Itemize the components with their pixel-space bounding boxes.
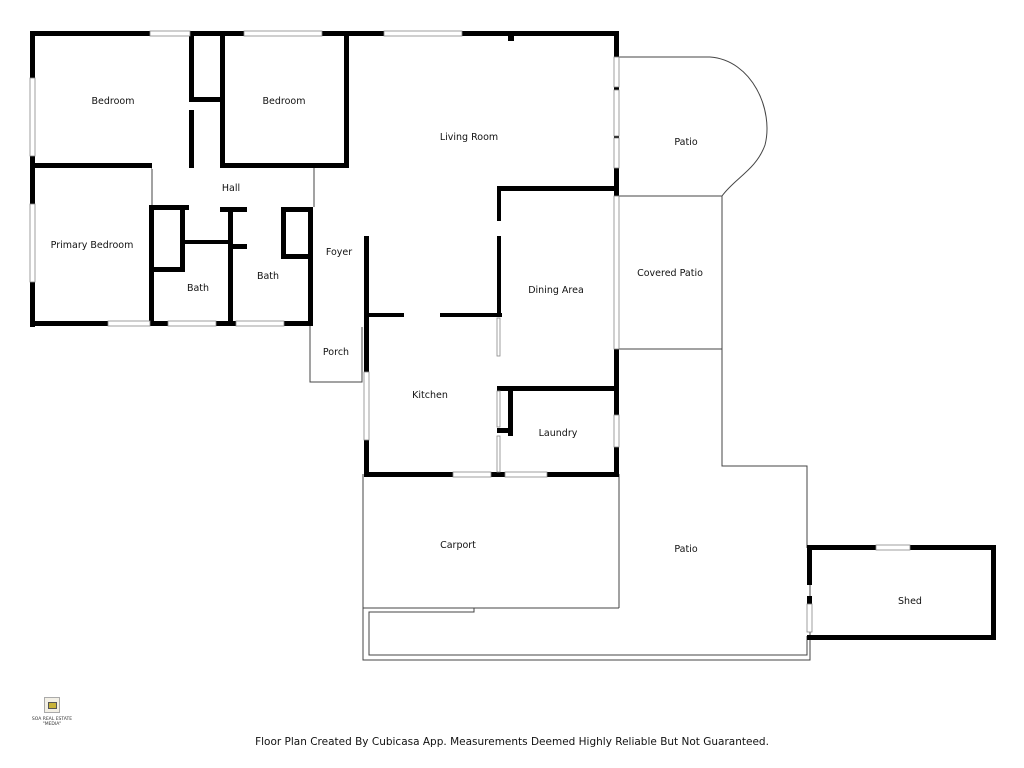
room-label-shed: Shed — [898, 596, 922, 607]
room-label-bath-1: Bath — [187, 283, 209, 294]
room-label-kitchen: Kitchen — [412, 390, 448, 401]
wall-bath-shared — [180, 240, 232, 244]
wall-left — [30, 31, 35, 327]
wall-kitchen-bottom — [364, 472, 619, 477]
window — [496, 317, 501, 357]
opening-kitchen-living — [404, 312, 440, 318]
window — [496, 435, 501, 473]
patio-step-outline — [363, 607, 808, 656]
wall-bath2-right — [308, 207, 313, 326]
opening-hall-closet — [194, 162, 220, 169]
room-label-primary-bedroom: Primary Bedroom — [51, 240, 134, 251]
wall-bath2-step — [281, 254, 313, 259]
room-label-patio-top: Patio — [674, 137, 697, 148]
room-labels: Bedroom Bedroom Living Room Patio Hall P… — [51, 96, 922, 607]
wall-bedroom2-bottom — [225, 163, 349, 168]
room-label-laundry: Laundry — [539, 428, 578, 439]
window — [452, 471, 492, 478]
window — [149, 30, 191, 37]
opening-front-door — [313, 320, 364, 327]
opening-hall-bed1 — [152, 162, 189, 169]
logo-line-1: SOA REAL ESTATE — [31, 717, 73, 722]
wall-dining-left-a — [497, 186, 501, 221]
window — [235, 320, 285, 327]
wall-top — [30, 31, 619, 36]
patio-top-outline — [617, 56, 768, 197]
room-label-living-room: Living Room — [440, 132, 498, 143]
logo-house-icon — [44, 697, 60, 713]
disclaimer-footer: Floor Plan Created By Cubicasa App. Meas… — [255, 736, 769, 748]
window — [29, 203, 36, 283]
window — [243, 30, 323, 37]
room-label-covered-patio: Covered Patio — [637, 268, 703, 279]
room-label-porch: Porch — [323, 347, 349, 358]
wall-shed-bottom — [807, 635, 996, 640]
room-label-bath-2: Bath — [257, 271, 279, 282]
window — [613, 89, 620, 137]
wall-bath1-inner — [180, 205, 185, 267]
window — [806, 603, 813, 633]
wall-bath-divider — [228, 207, 233, 325]
room-label-hall: Hall — [222, 183, 240, 194]
room-label-dining-area: Dining Area — [528, 285, 584, 296]
wall-bedroom-bottom — [30, 163, 152, 168]
room-label-bedroom-2: Bedroom — [263, 96, 306, 107]
window — [496, 390, 501, 428]
window — [613, 195, 620, 350]
wall-bath1-top — [149, 205, 189, 210]
window — [167, 320, 217, 327]
wall-closet — [189, 97, 225, 102]
window — [613, 56, 620, 88]
wall-dining-top — [497, 186, 619, 191]
room-label-bedroom-1: Bedroom — [92, 96, 135, 107]
window — [504, 471, 548, 478]
window — [29, 77, 36, 157]
wall-living-post — [508, 31, 514, 41]
wall-bath2-top-a — [220, 207, 247, 212]
wall-bed2-right — [344, 31, 349, 168]
window — [875, 544, 911, 551]
wall-foyer-right — [364, 236, 369, 477]
wall-bath2-nub — [233, 244, 247, 249]
wall-shed-left-b — [807, 596, 812, 604]
opening-closet — [189, 102, 194, 110]
windows — [29, 30, 911, 633]
wall-shed-right — [991, 545, 996, 640]
window — [383, 30, 463, 37]
window — [613, 414, 620, 448]
room-label-carport: Carport — [440, 540, 476, 551]
logo-line-2: "MEDIA" — [42, 722, 62, 727]
walls — [30, 31, 996, 640]
wall-bath1-mid — [149, 267, 185, 272]
wall-kitchen-top-b — [440, 313, 502, 317]
window — [363, 371, 370, 441]
window — [613, 137, 620, 169]
wall-laundry-left — [508, 386, 513, 436]
wall-bath1-left — [149, 205, 154, 323]
openings — [152, 102, 440, 327]
window — [107, 320, 151, 327]
outdoor-outlines — [151, 56, 811, 661]
wall-shed-left-a — [807, 545, 812, 585]
wall-bath2-right-a — [281, 207, 286, 259]
wall-kitchen-top-a — [364, 313, 404, 317]
wall-bath2-top-b — [281, 207, 313, 212]
wall-laundry-nub — [497, 428, 511, 433]
wall-dining-left-b — [497, 236, 501, 316]
room-label-patio-bottom: Patio — [674, 544, 697, 555]
room-label-foyer: Foyer — [326, 247, 352, 258]
company-logo: SOA REAL ESTATE "MEDIA" — [30, 697, 74, 727]
wall-laundry-top — [497, 386, 619, 391]
